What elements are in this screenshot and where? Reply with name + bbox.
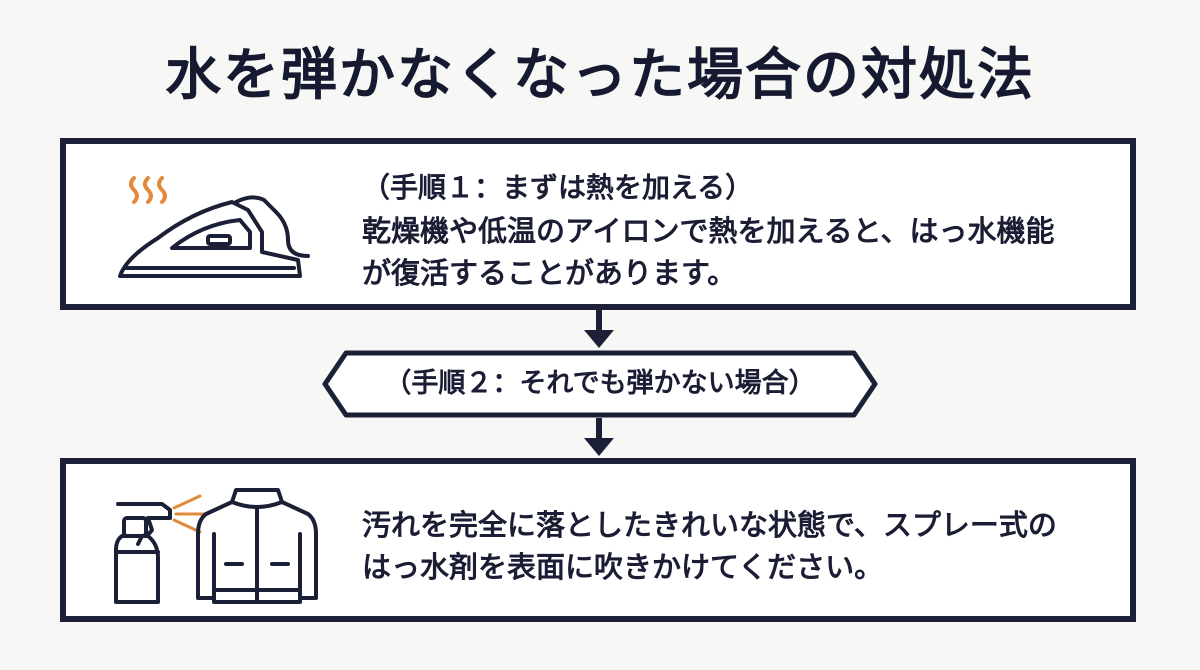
step2-banner: （手順２：それでも弾かない場合）	[322, 350, 878, 418]
step2-heading: （手順２：それでも弾かない場合）	[384, 368, 816, 399]
iron-icon	[118, 176, 310, 278]
step1-body-line2: が復活することがあります。	[362, 256, 737, 290]
step1-heading: （手順１：まずは熱を加える）	[362, 171, 754, 204]
step1-body: 乾燥機や低温のアイロンで熱を加えると、はっ水機能 が復活することがあります。	[362, 210, 1055, 294]
step3-body-line1: 汚れを完全に落としたきれいな状態で、スプレー式の	[362, 508, 1057, 542]
step3-box: 汚れを完全に落としたきれいな状態で、スプレー式の はっ水剤を表面に吹きかけてくだ…	[60, 458, 1136, 622]
down-arrow-icon	[584, 310, 614, 348]
step3-body-line2: はっ水剤を表面に吹きかけてください。	[362, 550, 884, 584]
step1-body-line1: 乾燥機や低温のアイロンで熱を加えると、はっ水機能	[362, 214, 1055, 248]
jacket-icon	[196, 488, 318, 604]
step3-body: 汚れを完全に落としたきれいな状態で、スプレー式の はっ水剤を表面に吹きかけてくだ…	[362, 504, 1057, 588]
down-arrow-icon	[584, 418, 614, 456]
page-title: 水を弾かなくなった場合の対処法	[165, 43, 1035, 108]
spray-bottle-icon	[114, 494, 206, 604]
hexagon-banner-shape	[322, 350, 878, 418]
step1-box: （手順１：まずは熱を加える） 乾燥機や低温のアイロンで熱を加えると、はっ水機能 …	[60, 138, 1136, 310]
